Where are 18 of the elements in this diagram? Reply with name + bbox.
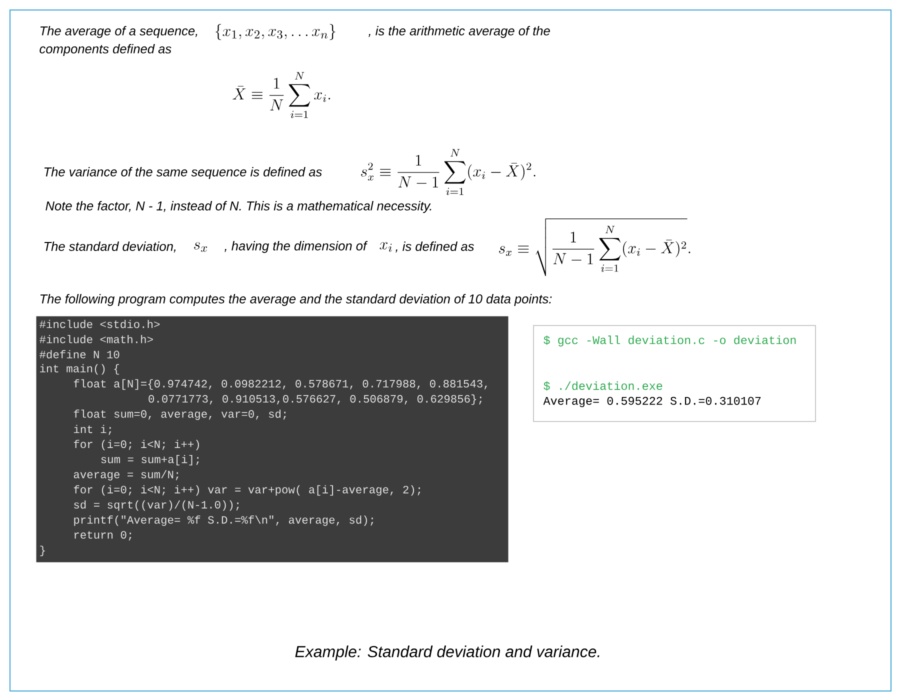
body-text: The standard deviation, bbox=[44, 242, 176, 252]
caption: Example: Standard deviation and variance. bbox=[295, 646, 600, 660]
body-text: , is the arithmetic average of the bbox=[368, 26, 550, 38]
math-formula: $\{x_1, x_2, x_3, \ldots x_n\}$ bbox=[215, 24, 336, 40]
math-formula: $s_x \equiv \sqrt{\frac{1}{N-1}\sum_{i=1}^{N} (x_i - \bar{X})^2} .$ bbox=[499, 218, 690, 276]
math-formula: $\bar{X} \equiv \frac{1}{N}\sum_{i=1}^{N} x_i .$ bbox=[232, 72, 330, 118]
math-formula: $x_i$ bbox=[380, 242, 392, 252]
body-text: The following program computes the average and the standard deviation of 10 data points: bbox=[40, 294, 552, 306]
code-panel: #include <stdio.h> #include <math.h> #define N 10 int main() { float a[N]={0.974742, 0.0982212, 0.578671, 0.717988, 0.881543, 0.0771773, 0.910513,0.576627, 0.506879, 0.629856}; float sum=0, average, var=0, sd; int i; for (i=0; i<N; i++) sum = sum+a[i]; average = sum/N; for (i=0; i<N; i++) var = var+pow( a[i]-average, 2); sd = sqrt((var)/(N-1.0)); printf("Average= %f S.D.=%f\n", average, sd); return 0; } bbox=[36, 316, 508, 562]
terminal-box: $ gcc -Wall deviation.c -o deviation $ ./deviation.exe Average= 0.595222 S.D.=0.310107 bbox=[533, 325, 816, 422]
body-text: The variance of the same sequence is defined as bbox=[44, 167, 322, 179]
body-text: , having the dimension of bbox=[224, 241, 368, 253]
body-text: , is defined as bbox=[396, 242, 474, 252]
math-formula: $s_x^2 \equiv \frac{1}{N-1}\sum_{i=1}^{N} (x_i - \bar{X})^2 .$ bbox=[361, 149, 536, 195]
body-text: Note the factor, N - 1, instead of N. This is a mathematical necessity. bbox=[46, 201, 432, 213]
math-formula: $s_x$ bbox=[194, 242, 208, 252]
body-text: The average of a sequence, bbox=[40, 26, 198, 38]
body-text: components defined as bbox=[40, 44, 172, 56]
